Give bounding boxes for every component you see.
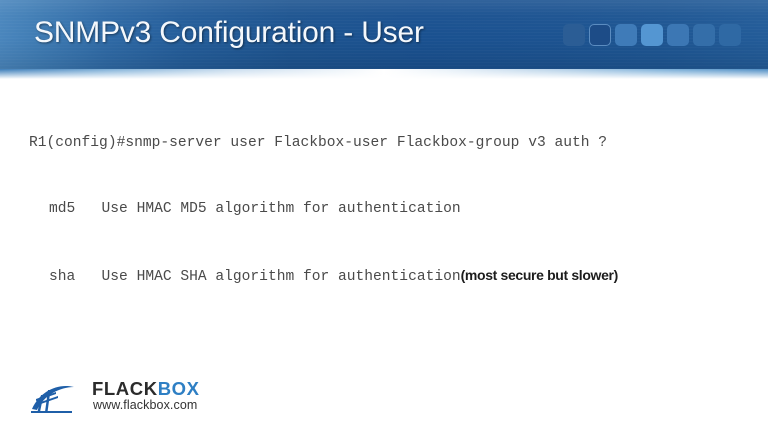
progress-square-1 xyxy=(563,24,585,46)
flackbox-logo[interactable]: FLACKBOX www.flackbox.com xyxy=(30,379,210,421)
logo-url[interactable]: www.flackbox.com xyxy=(93,398,198,412)
slide-header: SNMPv3 Configuration - User xyxy=(0,0,768,69)
progress-squares xyxy=(563,24,741,46)
flackbox-wordmark: FLACKBOX xyxy=(92,379,200,399)
cli-option-sha-annotation: (most secure but slower) xyxy=(460,267,619,283)
progress-square-3 xyxy=(615,24,637,46)
progress-square-5 xyxy=(667,24,689,46)
cli-prompt-line: R1(config)#snmp-server user Flackbox-use… xyxy=(29,135,608,151)
header-glow-fade xyxy=(0,69,768,79)
cli-output-block: R1(config)#snmp-server user Flackbox-use… xyxy=(29,88,739,332)
cli-option-sha-row: sha Use HMAC SHA algorithm for authentic… xyxy=(29,264,739,288)
cli-option-sha: sha Use HMAC SHA algorithm for authentic… xyxy=(49,269,461,285)
progress-square-2 xyxy=(589,24,611,46)
flackbox-bridge-icon xyxy=(31,385,74,413)
progress-square-7 xyxy=(719,24,741,46)
logo-word-box: BOX xyxy=(157,378,200,399)
logo-word-flack: FLACK xyxy=(92,378,158,399)
progress-square-6 xyxy=(693,24,715,46)
page-title: SNMPv3 Configuration - User xyxy=(34,16,424,49)
progress-square-4-active xyxy=(641,24,663,46)
cli-option-md5: md5 Use HMAC MD5 algorithm for authentic… xyxy=(49,201,461,217)
